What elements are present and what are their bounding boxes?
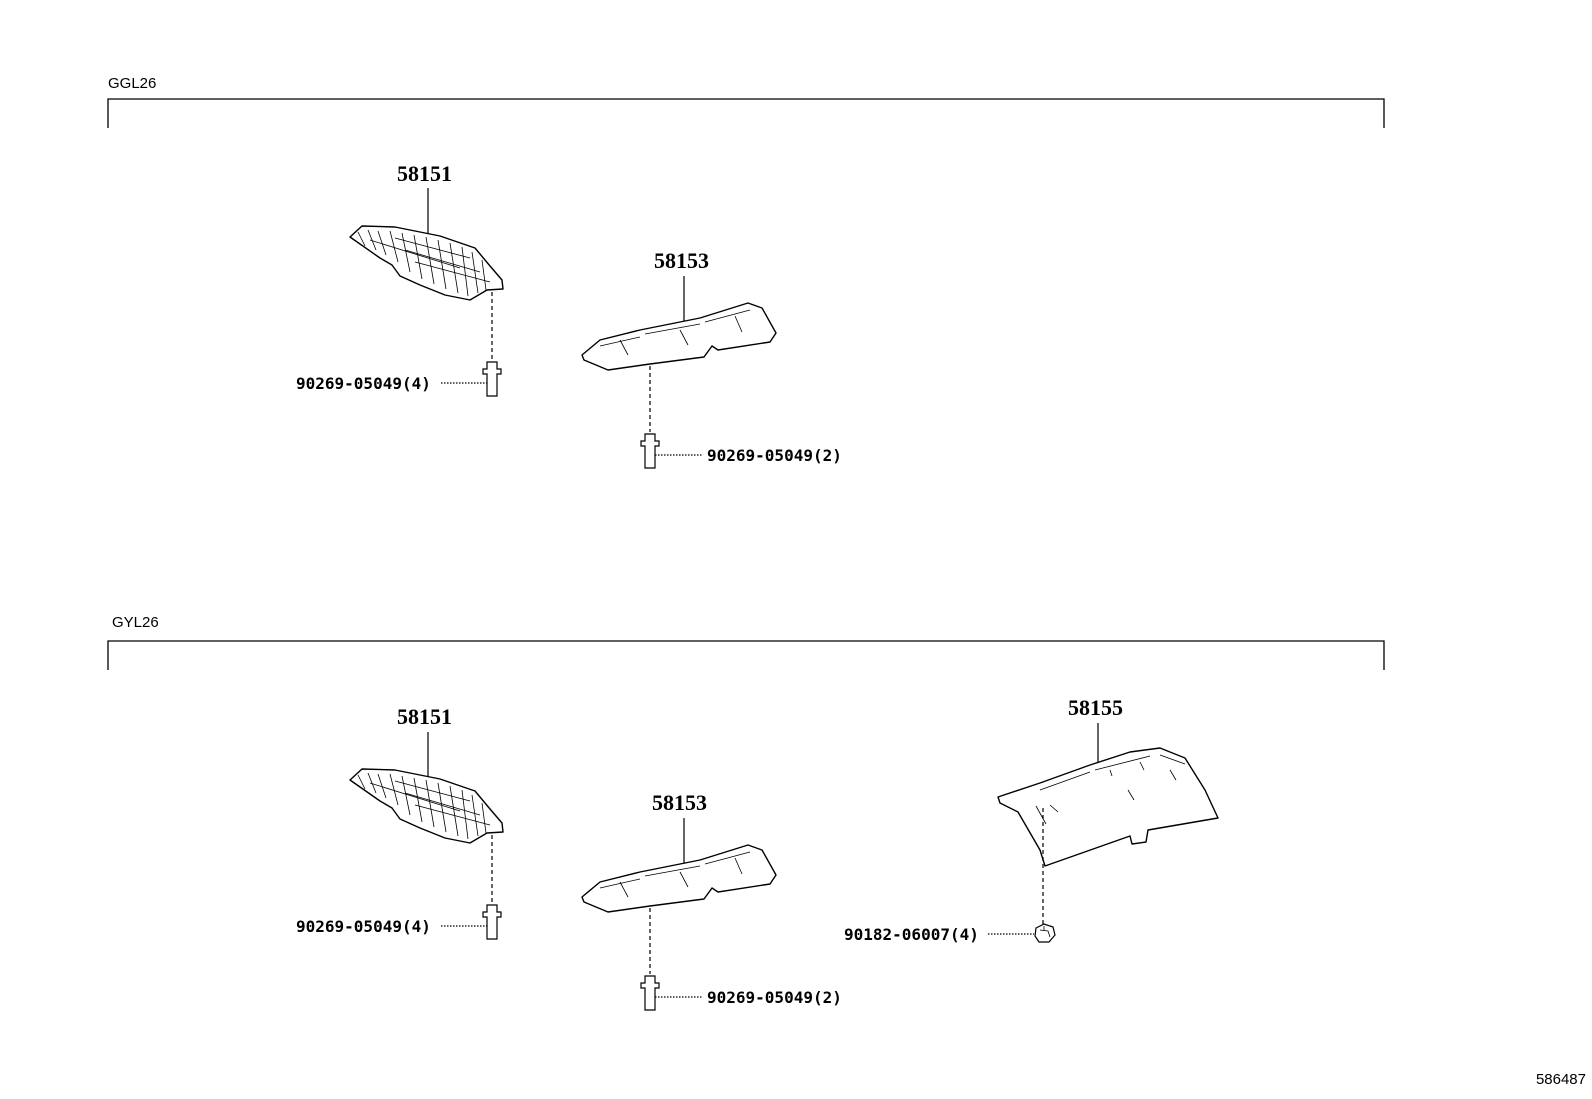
push-clip-icon — [640, 975, 660, 1011]
section-gyl26: GYL26 58151 90269-05049(4) 58153 — [107, 614, 1385, 1011]
fastener-code-label: 90269-05049(4) — [296, 374, 431, 393]
fastener-code-label: 90269-05049(2) — [707, 988, 842, 1007]
heat-insulator-shape — [581, 302, 777, 371]
heat-insulator-shape — [349, 768, 504, 844]
clip-nut-icon — [1034, 923, 1056, 943]
push-clip-icon — [640, 433, 660, 469]
ribbing-hatch — [357, 772, 491, 840]
ribbing-hatch — [357, 229, 491, 297]
part-number-label: 58153 — [654, 248, 709, 273]
part-58151-heat-insulator[interactable]: 58151 — [349, 704, 504, 903]
heat-insulator-shape — [349, 225, 504, 301]
part-number-label: 58151 — [397, 704, 452, 729]
part-58155-heat-insulator[interactable]: 58155 — [997, 695, 1219, 925]
surface-detail — [599, 309, 751, 356]
heat-insulator-shape — [997, 747, 1219, 867]
section-bracket — [107, 98, 1385, 128]
part-number-label: 58151 — [397, 161, 452, 186]
section-ggl26: GGL26 58151 90269-05049(4) 58153 — [107, 75, 1385, 469]
section-title: GYL26 — [112, 614, 159, 631]
clip-90269-05049-2[interactable]: 90269-05049(2) — [640, 433, 842, 469]
section-title: GGL26 — [108, 75, 156, 92]
push-clip-icon — [482, 904, 502, 940]
push-clip-icon — [482, 361, 502, 397]
fastener-code-label: 90269-05049(4) — [296, 917, 431, 936]
part-58153-heat-insulator[interactable]: 58153 — [581, 248, 777, 432]
fastener-code-label: 90269-05049(2) — [707, 446, 842, 465]
clip-90269-05049-4[interactable]: 90269-05049(4) — [296, 361, 502, 397]
part-58153-heat-insulator[interactable]: 58153 — [581, 790, 777, 974]
clip-90269-05049-4[interactable]: 90269-05049(4) — [296, 904, 502, 940]
clip-90269-05049-2[interactable]: 90269-05049(2) — [640, 975, 842, 1011]
part-number-label: 58153 — [652, 790, 707, 815]
nut-90182-06007-4[interactable]: 90182-06007(4) — [844, 923, 1056, 944]
nut-detail — [1039, 926, 1051, 938]
section-bracket — [107, 640, 1385, 670]
fastener-code-label: 90182-06007(4) — [844, 925, 979, 944]
part-58151-heat-insulator[interactable]: 58151 — [349, 161, 504, 360]
surface-detail — [599, 851, 751, 898]
part-number-label: 58155 — [1068, 695, 1123, 720]
heat-insulator-shape — [581, 844, 777, 913]
surface-detail — [1035, 754, 1186, 825]
figure-id: 586487 — [1536, 1071, 1586, 1088]
